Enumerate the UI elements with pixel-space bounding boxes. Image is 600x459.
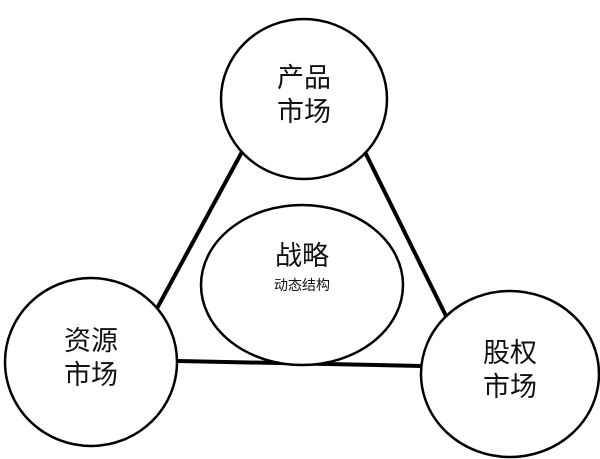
node-strategy — [199, 203, 405, 367]
strategy-subtitle: 动态结构 — [274, 277, 330, 294]
node-resource-market — [3, 276, 179, 448]
product-market-label: 产品 市场 — [234, 62, 374, 130]
edge-product-resource — [153, 149, 245, 313]
node-equity-market — [419, 289, 600, 459]
equity-market-line2: 市场 — [483, 371, 537, 403]
edge-product-equity — [362, 149, 448, 317]
resource-market-line2: 市场 — [64, 359, 118, 391]
equity-market-line1: 股权 — [483, 338, 537, 369]
resource-market-line1: 资源 — [64, 326, 118, 357]
product-market-line1: 产品 — [277, 63, 331, 94]
resource-market-label: 资源 市场 — [21, 325, 161, 393]
product-market-line2: 市场 — [277, 96, 331, 128]
strategy-title: 战略 — [275, 241, 329, 272]
equity-market-label: 股权 市场 — [440, 337, 580, 405]
strategy-label: 战略 动态结构 — [222, 240, 382, 295]
node-product-market — [219, 17, 389, 181]
